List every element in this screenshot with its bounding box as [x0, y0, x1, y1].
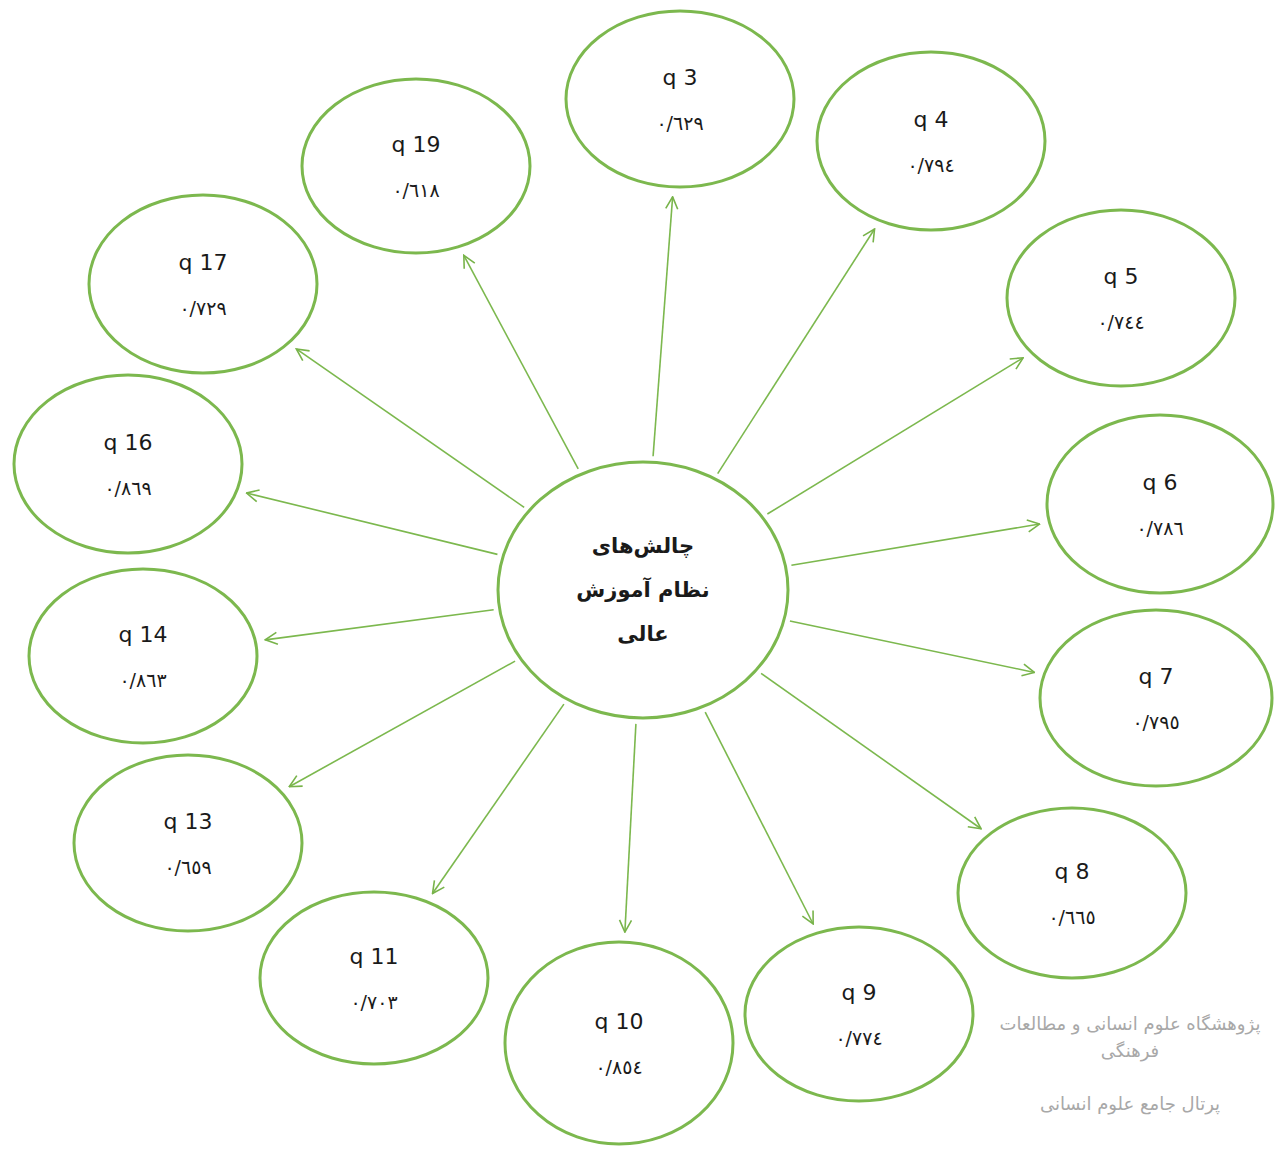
loading-value: ٠/٧٩٥	[1132, 711, 1179, 733]
ellipse-outline	[12, 373, 244, 555]
loading-value: ٠/٦٥٩	[164, 856, 211, 878]
watermark-text: پژوهشگاه علوم انسانی و مطالعات فرهنگی	[995, 1010, 1265, 1064]
ellipse-outline	[1038, 608, 1274, 788]
item-name: q 17	[179, 250, 228, 275]
item-ellipse: q 14 ٠/٨٦٣	[27, 567, 259, 745]
arrow-connector	[718, 229, 875, 474]
item-ellipse: q 16 ٠/٨٦٩	[12, 373, 244, 555]
ellipse-outline	[72, 753, 304, 933]
arrow-connector	[653, 197, 673, 456]
arrow-connector	[289, 661, 515, 787]
ellipse-outline	[87, 193, 319, 375]
loading-value: ٠/٧٠٣	[350, 991, 397, 1013]
loading-value: ٠/٨٦٩	[104, 477, 151, 499]
item-ellipse: q 13 ٠/٦٥٩	[72, 753, 304, 933]
ellipse-outline	[27, 567, 259, 745]
item-ellipse: q 7 ٠/٧٩٥	[1038, 608, 1274, 788]
item-ellipse: q 19 ٠/٦١٨	[300, 77, 532, 255]
central-ellipse: چالش‌های نظام آموزش عالی	[496, 460, 790, 720]
loading-value: ٠/٧٤٤	[1097, 311, 1144, 333]
arrow-connector	[464, 255, 578, 469]
loading-value: ٠/٧٩٤	[907, 154, 954, 176]
item-ellipse: q 4 ٠/٧٩٤	[815, 50, 1047, 232]
item-name: q 13	[164, 809, 213, 834]
item-name: q 9	[842, 980, 877, 1005]
item-name: q 10	[595, 1009, 644, 1034]
arrow-connector	[761, 673, 981, 828]
ellipse-outline	[815, 50, 1047, 232]
ellipse-outline	[1045, 413, 1275, 595]
arrow-connector	[790, 621, 1035, 672]
arrow-connector	[625, 724, 636, 932]
loading-value: ٠/٧٢٩	[179, 297, 226, 319]
watermark-text: پرتال جامع علوم انسانی	[995, 1090, 1265, 1117]
ellipse-outline	[258, 890, 490, 1066]
arrow-connector	[791, 524, 1039, 565]
item-name: q 3	[663, 65, 698, 90]
item-name: q 6	[1143, 470, 1178, 495]
item-name: q 7	[1139, 664, 1174, 689]
ellipse-outline	[743, 925, 975, 1103]
ellipse-outline	[956, 806, 1188, 980]
ellipse-outline	[564, 9, 796, 189]
item-ellipse: q 11 ٠/٧٠٣	[258, 890, 490, 1066]
ellipse-outline	[1005, 208, 1237, 388]
arrow-connector	[246, 493, 497, 554]
item-ellipse: q 5 ٠/٧٤٤	[1005, 208, 1237, 388]
item-ellipse: q 9 ٠/٧٧٤	[743, 925, 975, 1103]
arrow-connector	[705, 712, 813, 924]
item-name: q 8	[1055, 859, 1090, 884]
item-ellipse: q 6 ٠/٧٨٦	[1045, 413, 1275, 595]
arrow-connector	[767, 358, 1023, 514]
item-ellipse: q 8 ٠/٦٦٥	[956, 806, 1188, 980]
item-ellipse: q 3 ٠/٦٢٩	[564, 9, 796, 189]
item-name: q 4	[914, 107, 949, 132]
central-title: چالش‌های نظام آموزش عالی	[563, 524, 723, 656]
ellipse-outline	[300, 77, 532, 255]
item-ellipse: q 17 ٠/٧٢٩	[87, 193, 319, 375]
item-ellipse: q 10 ٠/٨٥٤	[503, 940, 735, 1146]
loading-value: ٠/٦٦٥	[1048, 906, 1095, 928]
loading-value: ٠/٨٦٣	[119, 669, 166, 691]
item-name: q 19	[392, 132, 441, 157]
loading-value: ٠/٦١٨	[392, 179, 439, 201]
loading-value: ٠/٦٢٩	[656, 112, 703, 134]
arrow-connector	[433, 704, 564, 893]
arrow-connector	[265, 610, 493, 640]
ellipse-outline	[503, 940, 735, 1146]
loading-value: ٠/٧٨٦	[1136, 517, 1183, 539]
item-name: q 16	[104, 430, 153, 455]
item-name: q 14	[119, 622, 168, 647]
item-name: q 11	[350, 944, 399, 969]
item-name: q 5	[1104, 264, 1139, 289]
loading-value: ٠/٨٥٤	[595, 1056, 642, 1078]
arrow-connector	[296, 349, 524, 507]
loading-value: ٠/٧٧٤	[835, 1027, 882, 1049]
